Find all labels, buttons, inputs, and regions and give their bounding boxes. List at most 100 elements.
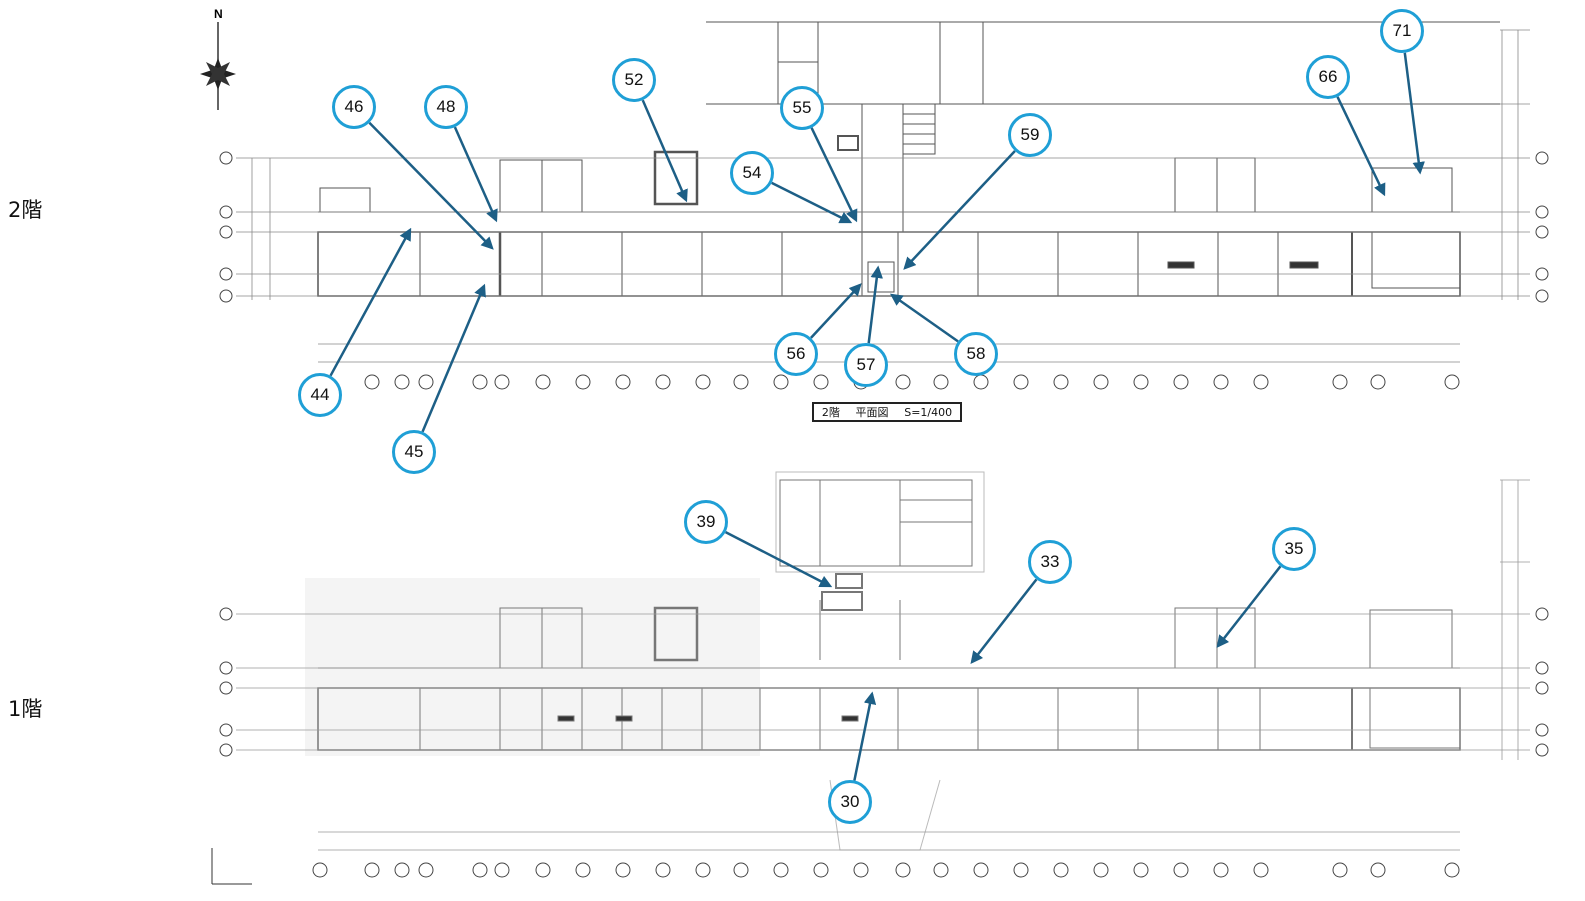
- callout-arrow-55: [810, 127, 858, 223]
- grid-row-bubble: [1535, 723, 1549, 737]
- grid-axis-bubble: [933, 862, 949, 878]
- grid-axis-bubble: [1053, 374, 1069, 390]
- north-letter: N: [214, 7, 223, 21]
- callout-55: 55: [780, 86, 824, 130]
- callout-44: 44: [298, 373, 342, 417]
- grid-row-bubble: [1535, 661, 1549, 675]
- grid-axis-bubble: [418, 862, 434, 878]
- grid-row-bubble: [219, 607, 233, 621]
- grid-axis-bubble: [1173, 374, 1189, 390]
- floor-label-1f: 1階: [8, 697, 43, 721]
- grid-axis-bubble: [695, 374, 711, 390]
- grid-row-bubble: [219, 205, 233, 219]
- grid-row-bubble: [219, 151, 233, 165]
- grid-axis-bubble: [494, 374, 510, 390]
- grid-axis-bubble: [615, 862, 631, 878]
- callout-48: 48: [424, 85, 468, 129]
- grid-axis-bubble: [575, 374, 591, 390]
- grid-axis-bubble: [695, 862, 711, 878]
- callout-arrow-56: [810, 283, 862, 339]
- callout-arrow-44: [329, 227, 412, 377]
- callout-66: 66: [1306, 55, 1350, 99]
- grid-row-bubble: [1535, 205, 1549, 219]
- grid-axis-bubble: [1133, 862, 1149, 878]
- grid-row-bubble: [1535, 151, 1549, 165]
- callout-arrow-46: [368, 121, 494, 250]
- callout-52: 52: [612, 58, 656, 102]
- grid-axis-bubble: [394, 862, 410, 878]
- callout-30: 30: [828, 780, 872, 824]
- grid-axis-bubble: [1253, 862, 1269, 878]
- grid-axis-bubble: [1332, 374, 1348, 390]
- grid-axis-bubble: [813, 374, 829, 390]
- grid-axis-bubble: [615, 374, 631, 390]
- grid-row-bubble: [1535, 225, 1549, 239]
- grid-row-bubble: [1535, 607, 1549, 621]
- grid-axis-bubble: [655, 862, 671, 878]
- callout-35: 35: [1272, 527, 1316, 571]
- grid-axis-bubble: [973, 862, 989, 878]
- second-floor-grid: [236, 29, 1530, 363]
- plan-title-scale: S=1/400: [904, 405, 953, 419]
- grid-axis-bubble: [1133, 374, 1149, 390]
- callout-71: 71: [1380, 9, 1424, 53]
- callout-58: 58: [954, 332, 998, 376]
- first-floor-grid: [236, 479, 1530, 851]
- callout-arrow-58: [889, 293, 959, 343]
- grid-axis-bubble: [1370, 374, 1386, 390]
- callout-arrow-59: [903, 150, 1016, 270]
- grid-axis-bubble: [1013, 374, 1029, 390]
- callout-59: 59: [1008, 113, 1052, 157]
- grid-axis-bubble: [973, 374, 989, 390]
- callout-arrow-71: [1403, 52, 1425, 175]
- grid-axis-bubble: [733, 374, 749, 390]
- grid-axis-bubble: [1253, 374, 1269, 390]
- grid-row-bubble: [219, 723, 233, 737]
- grid-row-bubble: [1535, 681, 1549, 695]
- grid-axis-bubble: [1213, 374, 1229, 390]
- callout-arrow-66: [1336, 96, 1386, 197]
- callout-45: 45: [392, 430, 436, 474]
- grid-row-bubble: [219, 661, 233, 675]
- callout-39: 39: [684, 500, 728, 544]
- grid-axis-bubble: [1444, 374, 1460, 390]
- grid-axis-bubble: [364, 862, 380, 878]
- grid-row-bubble: [219, 743, 233, 757]
- grid-row-bubble: [1535, 267, 1549, 281]
- callout-33: 33: [1028, 540, 1072, 584]
- grid-axis-bubble: [1444, 862, 1460, 878]
- grid-axis-bubble: [1173, 862, 1189, 878]
- grid-axis-bubble: [1093, 374, 1109, 390]
- callout-arrow-45: [421, 283, 486, 433]
- grid-axis-bubble: [1053, 862, 1069, 878]
- grid-row-bubble: [219, 681, 233, 695]
- grid-axis-bubble: [394, 374, 410, 390]
- grid-row-bubble: [219, 225, 233, 239]
- callout-arrow-39: [724, 530, 833, 588]
- grid-axis-bubble: [895, 862, 911, 878]
- first-floor-axis-bubbles: [219, 607, 1549, 878]
- callout-arrow-54: [771, 181, 853, 224]
- grid-axis-bubble: [575, 862, 591, 878]
- grid-axis-bubble: [312, 862, 328, 878]
- grid-axis-bubble: [813, 862, 829, 878]
- plan-title-floor: 2階: [821, 406, 840, 419]
- grid-axis-bubble: [853, 862, 869, 878]
- callout-arrow-33: [970, 578, 1038, 664]
- grid-row-bubble: [1535, 743, 1549, 757]
- grid-axis-bubble: [895, 374, 911, 390]
- grid-row-bubble: [219, 289, 233, 303]
- grid-row-bubble: [1535, 289, 1549, 303]
- grid-axis-bubble: [1332, 862, 1348, 878]
- plan-title-box: 2階 平面図 S=1/400: [812, 402, 962, 422]
- grid-axis-bubble: [535, 374, 551, 390]
- scale-mark-icon: [211, 848, 252, 885]
- callout-arrow-52: [641, 99, 688, 203]
- grid-axis-bubble: [364, 374, 380, 390]
- north-compass-icon: N: [200, 7, 236, 110]
- callout-arrow-48: [453, 126, 498, 223]
- callout-57: 57: [844, 343, 888, 387]
- grid-axis-bubble: [773, 862, 789, 878]
- grid-axis-bubble: [655, 374, 671, 390]
